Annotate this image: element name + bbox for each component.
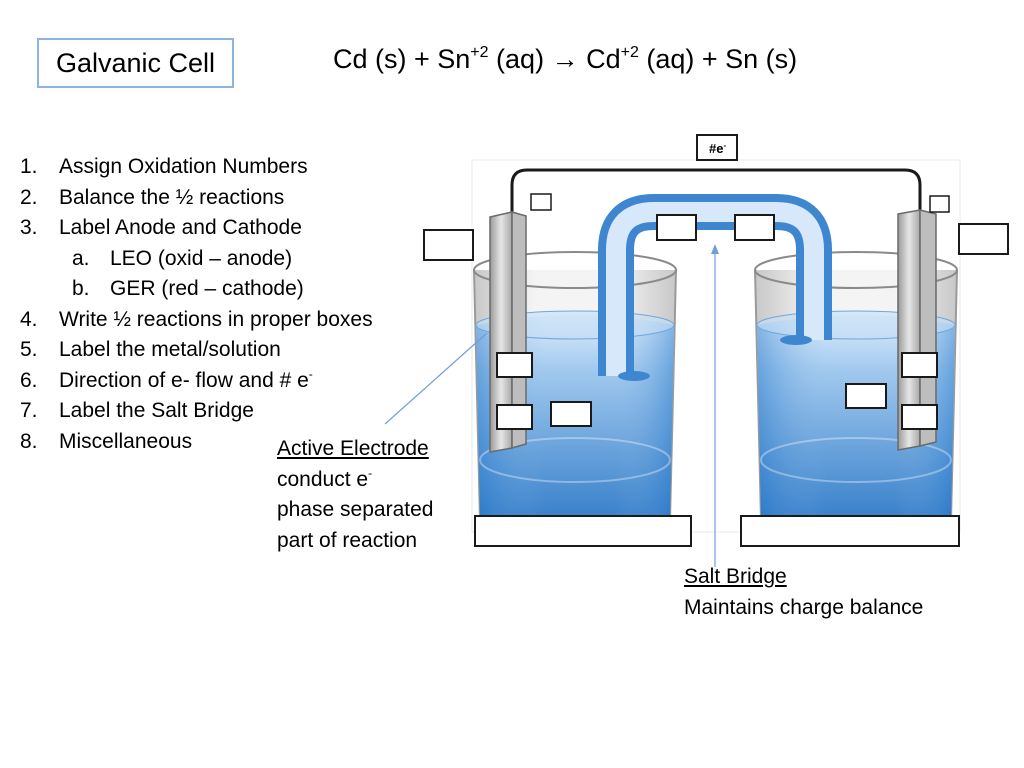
equation-arrow-part: (aq) → Cd (488, 44, 621, 74)
right-solution-box-upper[interactable] (901, 352, 938, 378)
step-number: a. (72, 246, 90, 270)
salt-bridge-heading: Salt Bridge (684, 565, 787, 588)
active-electrode-note: Active Electrode conduct e- phase separa… (277, 434, 433, 556)
step-item: 7. Label the Salt Bridge (20, 396, 373, 427)
active-electrode-heading: Active Electrode (277, 437, 429, 460)
substep-item: a. LEO (oxid – anode) (20, 244, 373, 275)
salt-bridge-description: Maintains charge balance (684, 595, 924, 619)
step-number: b. (72, 277, 90, 300)
step-item: 4. Write ½ reactions in proper boxes (20, 305, 373, 336)
right-solution-box-lower[interactable] (901, 404, 938, 430)
step-number: 5. (20, 338, 38, 361)
external-wire (510, 168, 922, 215)
title-box: Galvanic Cell (37, 38, 234, 88)
left-solution-box-upper[interactable] (496, 352, 533, 378)
equation-tin-charge: +2 (470, 44, 489, 61)
step-text: Miscellaneous (59, 429, 193, 453)
reaction-equation: Cd (s) + Sn+2 (aq) → Cd+2 (aq) + Sn (s) (333, 44, 797, 75)
salt-bridge-note: Salt Bridge Maintains charge balance (684, 562, 923, 623)
step-item: 5. Label the metal/solution (20, 335, 373, 366)
salt-bridge-ion-box-right[interactable] (734, 214, 775, 241)
step-item: 8. Miscellaneous (20, 427, 373, 458)
salt-bridge-pointer (711, 244, 719, 567)
salt-bridge (598, 194, 832, 381)
step-item: 2. Balance the ½ reactions (20, 183, 373, 214)
equation-reactants: Cd (s) + Sn (333, 44, 471, 74)
step-item: 1. Assign Oxidation Numbers (20, 152, 373, 183)
equation-cadmium-charge: +2 (620, 44, 639, 61)
step-number: 8. (20, 429, 38, 453)
left-ion-box[interactable] (550, 401, 592, 427)
step-text: GER (red – cathode) (110, 277, 304, 300)
electron-count-label: #e- (709, 141, 726, 156)
left-wire-arrow-box[interactable] (530, 193, 552, 211)
active-electrode-line-1: conduct e- (277, 465, 373, 491)
step-number: 2. (20, 185, 38, 209)
label-boxes: #e- (423, 134, 1009, 547)
electron-superscript: - (368, 465, 373, 480)
right-wire-arrow-box[interactable] (929, 195, 950, 213)
active-electrode-line-2: phase separated (277, 498, 434, 521)
step-item: 6. Direction of e- flow and # e- (20, 366, 373, 397)
left-electrode-label-box[interactable] (423, 229, 474, 261)
instruction-list: 1. Assign Oxidation Numbers 2. Balance the… (20, 152, 373, 457)
step-text: Label the metal/solution (59, 338, 281, 361)
active-electrode-line-3: part of reaction (277, 528, 418, 552)
step-text: Label Anode and Cathode (59, 216, 302, 239)
step-text: Assign Oxidation Numbers (59, 155, 308, 178)
step-text: Write ½ reactions in proper boxes (59, 307, 373, 331)
step-superscript: - (308, 366, 313, 381)
step-text: Direction of e- flow and # e (59, 368, 309, 392)
salt-bridge-ion-box-left[interactable] (656, 214, 697, 241)
active-electrode-pointer (384, 332, 488, 425)
substep-item: b. GER (red – cathode) (20, 274, 373, 305)
step-number: 3. (20, 216, 38, 239)
left-electrode (489, 211, 527, 453)
equation-products: (aq) + Sn (s) (638, 44, 798, 74)
step-number: 6. (20, 368, 38, 392)
left-solution-box-lower[interactable] (496, 404, 533, 430)
step-text: Balance the ½ reactions (59, 185, 285, 209)
step-item: 3. Label Anode and Cathode (20, 213, 373, 244)
step-number: 1. (20, 155, 38, 178)
left-half-reaction-box[interactable] (474, 515, 692, 547)
page-title: Galvanic Cell (55, 47, 216, 78)
step-text: Label the Salt Bridge (59, 399, 254, 422)
step-text: LEO (oxid – anode) (110, 246, 293, 270)
step-number: 7. (20, 399, 38, 422)
step-number: 4. (20, 307, 38, 331)
right-electrode-label-box[interactable] (958, 223, 1009, 255)
electron-count-box[interactable] (696, 134, 738, 161)
right-half-reaction-box[interactable] (740, 515, 960, 547)
right-ion-box[interactable] (845, 383, 887, 409)
